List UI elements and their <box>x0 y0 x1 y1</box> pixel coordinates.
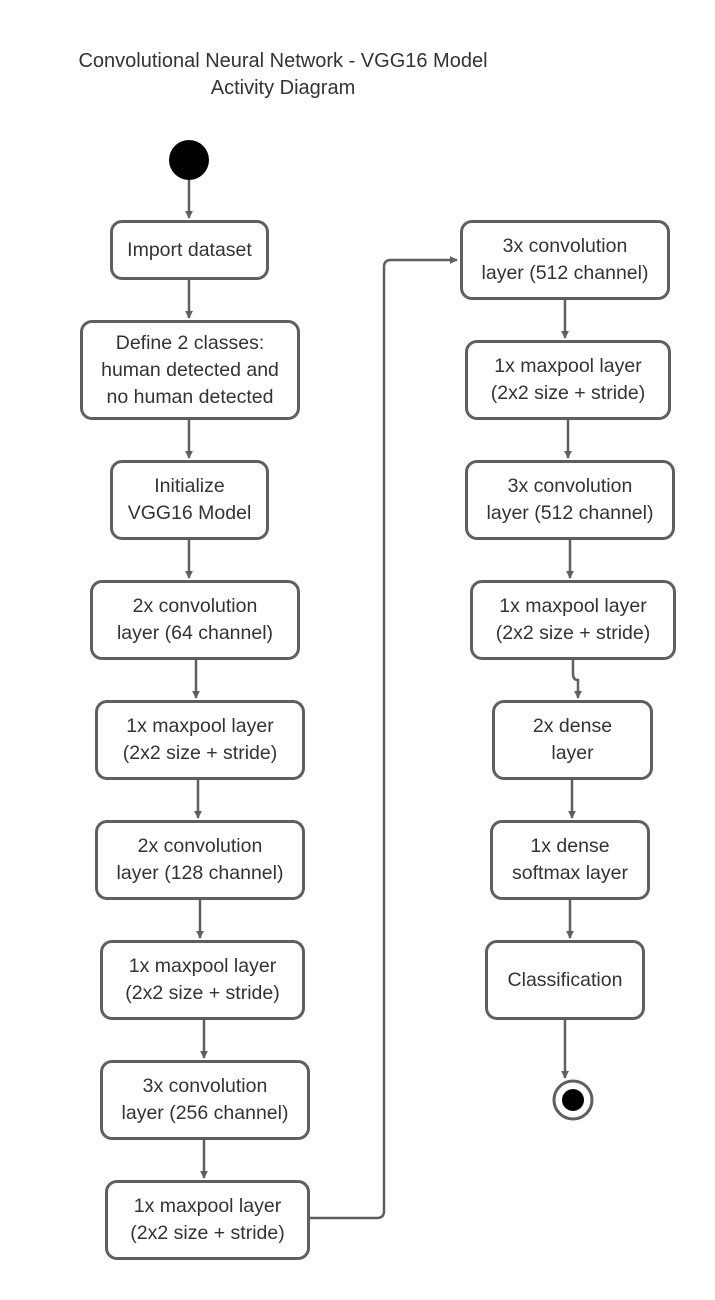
node-classification-label: Classification <box>507 968 623 991</box>
node-dense-2x: 2x dense layer <box>492 700 653 780</box>
edge-maxpool3-to-conv512a <box>310 256 458 1220</box>
node-import-dataset-label: Import dataset <box>127 238 252 261</box>
node-conv-128: 2x convolution layer (128 channel) <box>95 820 305 900</box>
node-maxpool-1: 1x maxpool layer (2x2 size + stride) <box>95 700 305 780</box>
node-init-model-label: Initialize VGG16 Model <box>127 475 252 524</box>
node-conv-512-b: 3x convolution layer (512 channel) <box>465 460 675 540</box>
node-maxpool-5: 1x maxpool layer (2x2 size + stride) <box>470 580 676 660</box>
node-conv-256-label: 3x convolution layer (256 channel) <box>121 1075 289 1124</box>
node-conv-64: 2x convolution layer (64 channel) <box>90 580 300 660</box>
node-define-classes-label: Define 2 classes: human detected and no … <box>101 331 279 408</box>
node-maxpool-3: 1x maxpool layer (2x2 size + stride) <box>105 1180 310 1260</box>
node-maxpool-4-label: 1x maxpool layer (2x2 size + stride) <box>490 355 646 404</box>
node-maxpool-5-label: 1x maxpool layer (2x2 size + stride) <box>495 595 651 644</box>
node-dense-2x-label: 2x dense layer <box>532 715 613 764</box>
node-maxpool-2-label: 1x maxpool layer (2x2 size + stride) <box>125 955 280 1004</box>
node-maxpool-4: 1x maxpool layer (2x2 size + stride) <box>465 340 671 420</box>
node-dense-softmax: 1x dense softmax layer <box>490 820 650 900</box>
node-conv-512-a: 3x convolution layer (512 channel) <box>460 220 670 300</box>
node-maxpool-3-label: 1x maxpool layer (2x2 size + stride) <box>130 1195 285 1244</box>
start-node <box>169 140 209 180</box>
node-maxpool-1-label: 1x maxpool layer (2x2 size + stride) <box>122 715 278 764</box>
end-node-core <box>562 1089 584 1111</box>
node-import-dataset: Import dataset <box>110 220 269 280</box>
node-init-model: Initialize VGG16 Model <box>110 460 269 540</box>
node-conv-256: 3x convolution layer (256 channel) <box>100 1060 310 1140</box>
node-dense-softmax-label: 1x dense softmax layer <box>512 835 628 884</box>
node-conv-64-label: 2x convolution layer (64 channel) <box>116 595 274 644</box>
diagram-subtitle: Activity Diagram <box>210 77 356 99</box>
node-conv-512-b-label: 3x convolution layer (512 channel) <box>486 475 654 524</box>
node-conv-512-a-label: 3x convolution layer (512 channel) <box>481 235 649 284</box>
diagram-title: Convolutional Neural Network - VGG16 Mod… <box>78 50 488 72</box>
node-classification: Classification <box>485 940 645 1020</box>
node-maxpool-2: 1x maxpool layer (2x2 size + stride) <box>100 940 305 1020</box>
node-conv-128-label: 2x convolution layer (128 channel) <box>116 835 284 884</box>
edge-maxpool5-to-dense2x <box>571 660 582 699</box>
node-define-classes: Define 2 classes: human detected and no … <box>80 320 300 420</box>
